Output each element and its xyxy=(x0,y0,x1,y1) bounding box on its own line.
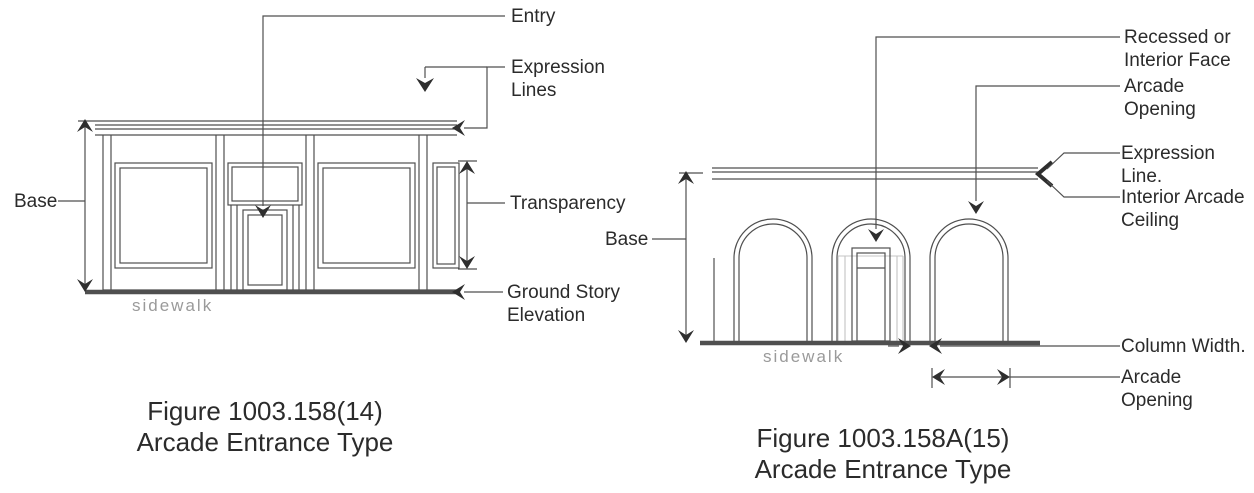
sidewalk-label-right: sidewalk xyxy=(763,347,845,366)
right-arrow-icon xyxy=(997,369,1010,385)
recessed-face-leader xyxy=(868,36,1120,242)
up-arrow-icon xyxy=(678,171,694,184)
ground-story-leader xyxy=(452,284,503,300)
arcade-arches xyxy=(713,218,1009,341)
expression-line-leader-right xyxy=(1046,152,1120,170)
sidewalk-label-left: sidewalk xyxy=(132,296,214,315)
arcade-door xyxy=(851,247,891,342)
cornice-expression-lines-left xyxy=(95,120,457,136)
storefront-facade xyxy=(102,135,457,291)
transparency-dimension xyxy=(458,160,505,270)
down-arrow-icon xyxy=(77,279,93,292)
up-arrow-icon xyxy=(459,161,475,174)
recessed-interior-face-label: Recessed or Interior Face xyxy=(1124,27,1231,71)
left-figure-number: Figure 1003.158(14) xyxy=(147,396,383,426)
expression-line-label: Expression Line. xyxy=(1121,143,1215,187)
storefront-windows xyxy=(114,162,460,269)
entry-door xyxy=(227,162,303,291)
left-figure-drawing xyxy=(58,15,505,300)
transparency-label: Transparency xyxy=(510,193,626,214)
arcade-opening-dimension xyxy=(931,368,1120,388)
arcade-opening-top-label: Arcade Opening xyxy=(1124,76,1196,120)
column-width-dimension xyxy=(888,338,1120,354)
down-arrow-icon xyxy=(416,78,434,92)
left-arrow-icon xyxy=(932,369,945,385)
down-arrow-icon xyxy=(968,201,984,214)
column-width-label: Column Width. xyxy=(1121,336,1246,357)
left-figure-caption: Figure 1003.158(14) Arcade Entrance Type xyxy=(105,396,425,458)
left-arrow-icon xyxy=(452,120,465,136)
down-arrow-icon xyxy=(678,330,694,343)
expression-lines-leader-left xyxy=(416,66,505,136)
base-dimension-left xyxy=(58,119,95,292)
left-arrow-icon xyxy=(929,338,942,354)
entry-label: Entry xyxy=(511,6,556,27)
right-figure-drawing xyxy=(652,36,1120,388)
up-arrow-icon xyxy=(77,119,93,132)
expression-lines-label: Expression Lines xyxy=(511,57,605,101)
right-figure-caption: Figure 1003.158A(15) Arcade Entrance Typ… xyxy=(718,423,1048,485)
arcade-opening-bottom-label: Arcade Opening xyxy=(1121,367,1193,411)
interior-arcade-ceiling-label: Interior Arcade Ceiling xyxy=(1121,187,1245,231)
right-figure-title: Arcade Entrance Type xyxy=(754,454,1012,484)
entry-leader xyxy=(255,15,505,218)
ground-story-elevation-label: Ground Story Elevation xyxy=(507,282,620,326)
down-arrow-icon xyxy=(868,229,884,242)
expression-lines-right xyxy=(712,167,1038,180)
down-arrow-icon xyxy=(255,205,271,218)
interior-ceiling-leader xyxy=(1046,180,1120,198)
left-arrow-icon xyxy=(452,284,465,300)
arcade-opening-top-leader xyxy=(968,85,1120,214)
base-dimension-right xyxy=(652,171,703,343)
right-arrow-icon xyxy=(898,338,911,354)
recessed-storefront xyxy=(837,255,904,341)
down-arrow-icon xyxy=(459,256,475,269)
right-figure-number: Figure 1003.158A(15) xyxy=(756,423,1010,453)
base-label-right: Base xyxy=(605,229,649,250)
left-figure-title: Arcade Entrance Type xyxy=(136,427,394,457)
base-label-left: Base xyxy=(14,191,58,212)
